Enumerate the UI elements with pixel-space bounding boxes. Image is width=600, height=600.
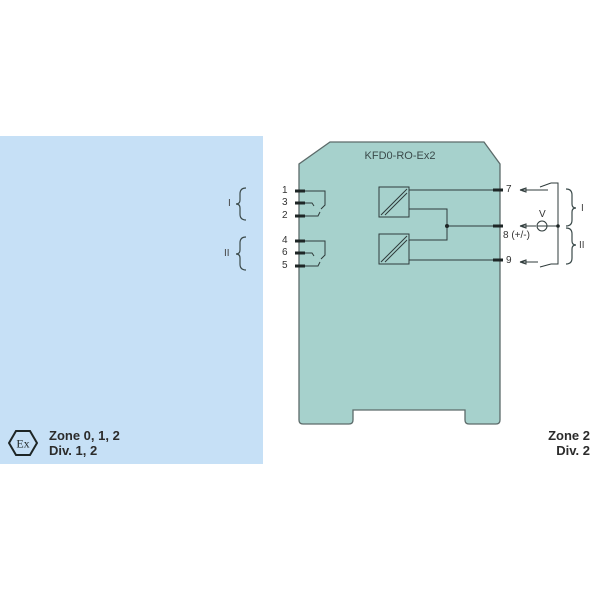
pin-label-8: 8 (+/-) <box>503 230 530 241</box>
group-label-left-II: II <box>224 248 230 259</box>
brace-left-I <box>235 187 247 221</box>
safe-zone-label: Zone 2 Div. 2 <box>548 428 590 458</box>
safe-zone-line: Zone 2 <box>548 428 590 443</box>
hazardous-area-background <box>0 136 263 464</box>
right-terminal-pins <box>493 188 503 262</box>
field-wiring <box>519 182 559 268</box>
group-label-right-I: I <box>581 203 584 214</box>
svg-text:Ex: Ex <box>16 437 29 451</box>
group-label-right-II: II <box>579 240 585 251</box>
pin-label-9: 9 <box>506 255 512 266</box>
pin-label-4: 4 <box>282 235 288 246</box>
isolator-box-1 <box>378 186 410 218</box>
left-terminal-pins <box>295 189 305 268</box>
isolator-box-2 <box>378 233 410 265</box>
pin-label-5: 5 <box>282 260 288 271</box>
module-body <box>298 141 501 425</box>
ex-hexagon-icon: Ex <box>8 430 38 456</box>
pin-label-2: 2 <box>282 210 288 221</box>
brace-left-II <box>235 236 247 271</box>
hazardous-div-line: Div. 1, 2 <box>49 443 98 458</box>
pin-label-7: 7 <box>506 184 512 195</box>
safe-div-line: Div. 2 <box>556 443 590 458</box>
group-label-left-I: I <box>228 198 231 209</box>
voltage-label: V <box>539 209 546 220</box>
relay-contact-II <box>305 240 326 267</box>
pin-label-1: 1 <box>282 185 288 196</box>
hazardous-zone-label: Zone 0, 1, 2 Div. 1, 2 <box>49 428 120 458</box>
hazardous-zone-line: Zone 0, 1, 2 <box>49 428 120 443</box>
brace-right-I <box>565 188 577 227</box>
junction-dot <box>445 224 449 228</box>
pin-label-3: 3 <box>282 197 288 208</box>
relay-contact-I <box>305 190 326 217</box>
pin-label-6: 6 <box>282 247 288 258</box>
module-model-label: KFD0-RO-Ex2 <box>364 150 436 162</box>
brace-right-II <box>565 227 577 265</box>
